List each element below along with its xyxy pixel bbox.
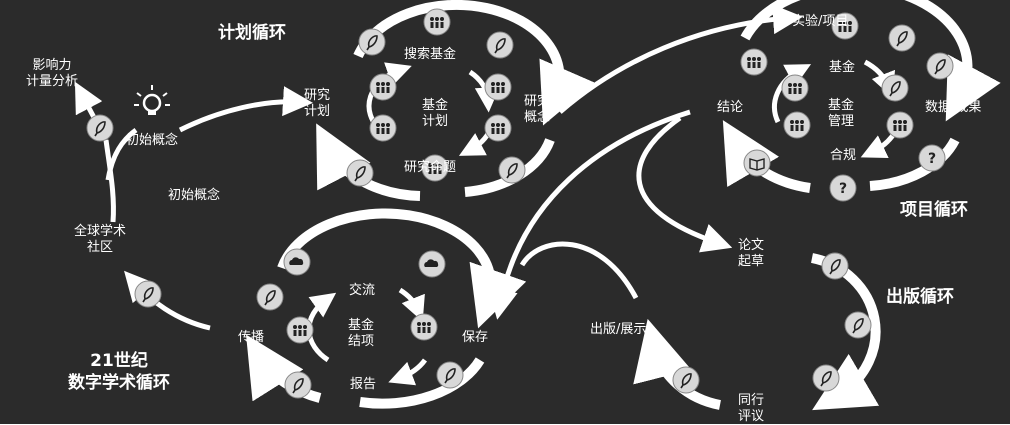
planning-center-label: 基金计划 — [422, 98, 449, 129]
lightbulb-icon — [134, 85, 170, 115]
project-outer-right-label: 数据/成果 — [925, 100, 982, 115]
project-center-label: 基金管理 — [828, 98, 855, 129]
project-cycle-title: 项目循环 — [900, 200, 968, 220]
cloud-icon — [283, 248, 311, 276]
initial-concept-label-secondary: 初始概念 — [168, 188, 221, 203]
planning-outer-left-label: 研究计划 — [304, 88, 331, 119]
planning-cycle — [316, 0, 595, 201]
scholarly-center-label: 基金结项 — [348, 318, 375, 349]
scholarly-inner-top-label: 交流 — [349, 283, 376, 298]
planning-inner-top-label: 搜索基金 — [404, 47, 457, 62]
publishing-draft-label: 论文起草 — [738, 238, 765, 269]
publishing-publish-label: 出版/展示 — [590, 322, 647, 337]
publishing-cycle-title: 出版循环 — [886, 287, 954, 307]
project-inner-bottom-label: 合规 — [830, 148, 857, 163]
project-inner-top-label: 基金 — [829, 60, 856, 75]
question-icon — [918, 144, 946, 172]
impact-metrics-label: 影响力计量分析 — [26, 58, 79, 89]
global-academic-community-label: 全球学术社区 — [74, 224, 127, 255]
scholarly-cycle-title: 21世纪数字学术循环 — [68, 351, 170, 393]
planning-inner-bottom-label: 研究命题 — [404, 160, 457, 175]
project-outer-top-label: 实验/项目 — [792, 14, 849, 29]
people-icon — [423, 8, 451, 36]
book-icon — [743, 149, 771, 177]
scholarly-outer-right-label: 保存 — [462, 330, 489, 345]
planning-outer-right-label: 研究概念 — [524, 94, 551, 125]
scholarly-outer-left-label: 传播 — [238, 330, 265, 345]
project-outer-left-label: 结论 — [717, 100, 744, 115]
connector-arrows — [74, 4, 803, 331]
scholarly-cycle — [246, 208, 527, 409]
planning-cycle-title: 计划循环 — [218, 23, 286, 43]
initial-concept-label: 初始概念 — [126, 133, 179, 148]
publishing-review-label: 同行评议 — [738, 393, 765, 424]
publishing-cycle — [633, 252, 881, 411]
scholarly-inner-bottom-label: 报告 — [350, 377, 377, 392]
